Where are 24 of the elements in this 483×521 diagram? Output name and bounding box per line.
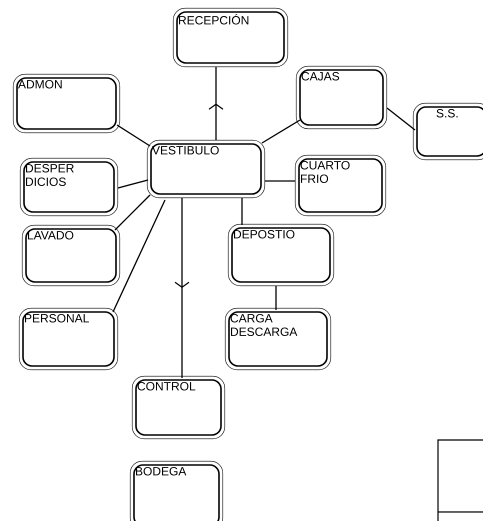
connector-line	[208, 67, 224, 140]
connector-line	[386, 107, 416, 131]
connector-line	[174, 198, 190, 378]
room-box: RECEPCIÓN	[172, 8, 288, 68]
room-box: DEPOSTIO	[228, 224, 334, 286]
room-box: DESPER DICIOS	[20, 158, 118, 216]
connector-line	[241, 198, 243, 225]
room-box: VESTIBULO	[146, 140, 266, 198]
room-box: S.S.	[412, 102, 483, 160]
room-box: PERSONAL	[18, 308, 118, 370]
room-box: ADMON	[12, 74, 120, 134]
room-box: LAVADO	[22, 224, 120, 286]
connector-line	[112, 200, 166, 312]
room-box: CONTROL	[132, 376, 226, 440]
room-box: CARGA DESCARGA	[224, 308, 332, 370]
connector-line	[262, 119, 300, 144]
connector-line	[275, 286, 277, 310]
room-box: CAJAS	[296, 66, 388, 130]
room-box: CUARTO FRIO	[294, 154, 386, 216]
connector-line	[118, 179, 148, 189]
connector-line	[114, 194, 150, 230]
connector-line	[265, 180, 295, 182]
room-box: BODEGA	[130, 460, 224, 521]
connector-line	[116, 124, 150, 147]
